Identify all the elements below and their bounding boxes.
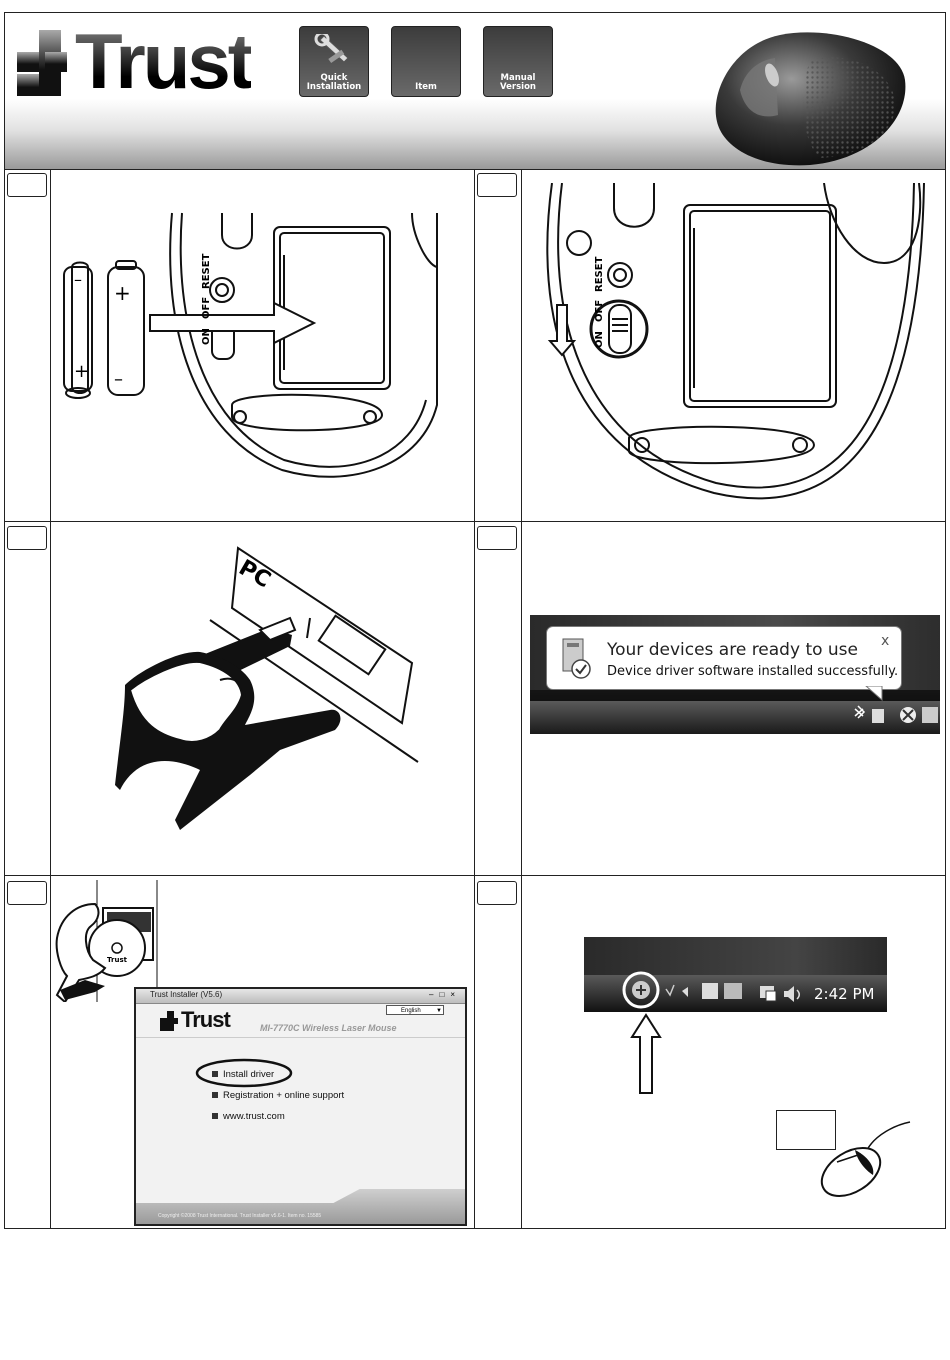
language-value: English [401,1008,421,1014]
window-controls[interactable]: –□× [429,990,461,999]
brand-logo-text: Trust [75,17,254,105]
menu-website[interactable]: www.trust.com [212,1111,285,1122]
mouse-click-illustration [820,1121,911,1197]
volume-icon [784,986,794,1002]
installer-window: Trust Installer (V5.6) –□× English ▼ Tru… [134,987,467,1226]
column-divider [474,169,475,1229]
step-number-box [7,881,47,905]
reset-label: RESET [594,256,605,292]
page-frame [4,12,946,1229]
battery-minus-label: – [74,270,82,289]
mouse-product-image [715,32,906,166]
trust-logo-icon [160,1011,178,1031]
installer-brand: Trust [181,1007,231,1032]
tile-label: Item [415,82,437,92]
row-divider [4,875,946,876]
close-icon[interactable]: x [881,633,890,649]
step-number-box [7,526,47,550]
column-divider [521,169,522,1229]
battery-insertion-illustration: + – – + ON OFF RESET [63,212,438,478]
clock: 2:42 PM [814,985,875,1003]
battery-plus-label: + [114,281,131,305]
taskbar [530,701,940,734]
step-number-box [7,173,47,197]
battery-minus-label: – [114,369,123,390]
menu-install-driver[interactable]: Install driver [212,1069,274,1080]
network-volume-icons [760,986,800,1002]
installer-footer: Copyright ©2008 Trust International. Tru… [158,1213,322,1219]
switch-on-label: ON [201,328,212,345]
tray-icons [854,705,938,723]
title-bar: Trust Installer (V5.6) –□× [136,989,465,1004]
tray-icons [622,971,742,1009]
bluetooth-icon [854,705,866,719]
callout-box [776,1110,836,1150]
reset-label: RESET [201,253,212,289]
cd-brand: Trust [107,956,128,964]
switch-off-label: OFF [201,297,212,319]
trust-logo-icon [17,30,67,96]
usb-receiver-illustration: PC [115,546,419,830]
column-divider [50,169,51,1229]
tile-label: Quick Installation [306,73,362,92]
menu-registration[interactable]: Registration + online support [212,1090,344,1101]
highlight-ellipse [195,1058,293,1088]
balloon-title: Your devices are ready to use [607,640,858,660]
battery-plus-label: + [74,361,89,382]
switch-off-label: OFF [594,300,605,322]
product-name: MI-7770C Wireless Laser Mouse [260,1023,397,1033]
language-select[interactable]: English ▼ [386,1005,444,1015]
step-number-box [477,526,517,550]
switch-on-label: ON [594,331,605,348]
item-tile[interactable]: Item [391,26,461,97]
cd-insert-illustration: Trust [55,880,158,1002]
speaker-icon [682,987,688,997]
manual-version-tile[interactable]: Manual Version [483,26,553,97]
device-icon [562,638,591,679]
pc-port-label: PC [234,555,274,593]
notification-balloon[interactable]: Your devices are ready to use Device dri… [546,626,902,690]
chevron-down-icon: ▼ [436,1008,442,1014]
highlight-circle [622,971,660,1009]
quick-installation-tile[interactable]: Quick Installation [299,26,369,97]
power-switch-illustration: ON OFF RESET [546,183,925,500]
window-title: Trust Installer (V5.6) [150,990,223,999]
step-number-box [477,881,517,905]
balloon-text: Device driver software installed success… [607,664,899,679]
step-number-box [477,173,517,197]
wrench-icon [314,34,349,64]
up-arrow-icon [630,1013,662,1094]
balloon-pointer [865,686,883,702]
row-divider [4,521,946,522]
tile-label: Manual Version [500,73,536,92]
device-tray-icon [872,709,884,723]
